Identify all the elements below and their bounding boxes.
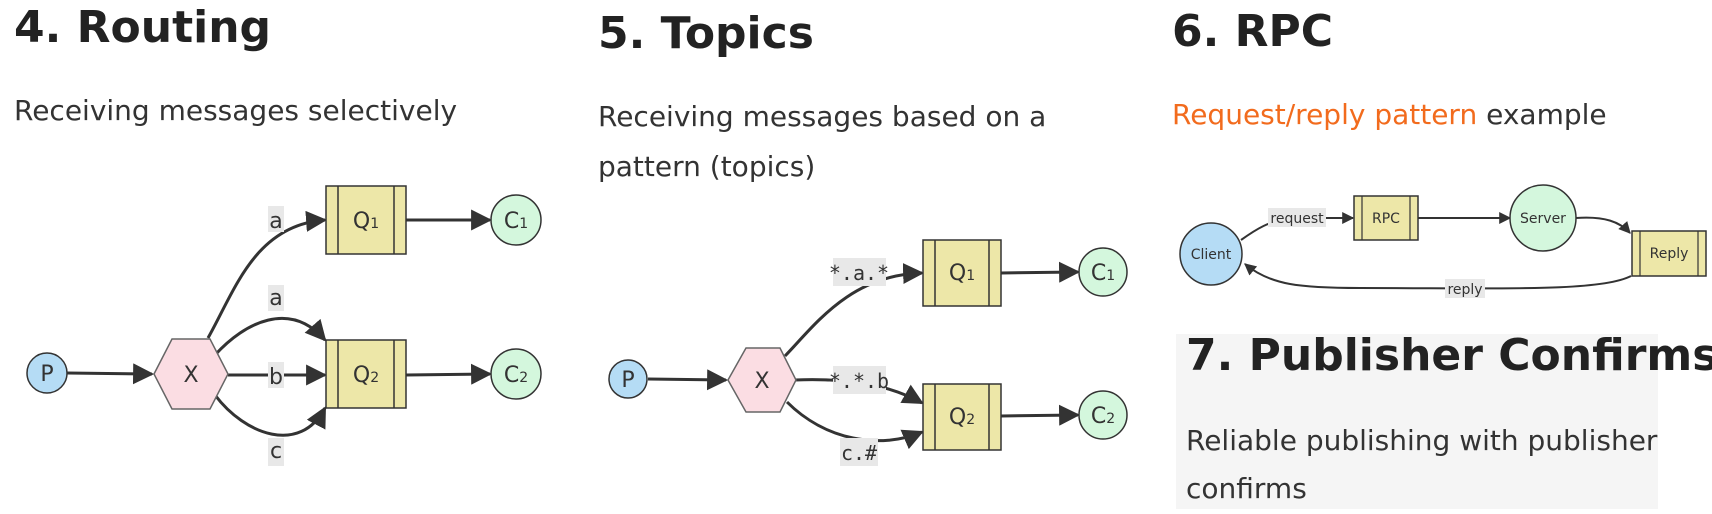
routing-queue1-node: Q1 [325,185,407,255]
edge-server-to-reply [1575,216,1631,234]
edge-p-to-x [66,363,155,385]
svg-text:X: X [183,363,198,388]
edge-topics-q2-to-c2 [1000,404,1081,426]
rpc-request-label: request [1268,208,1326,227]
svg-text:c.#: c.# [841,441,877,465]
svg-text:C2: C2 [504,363,528,388]
routing-binding-label-a1: a [268,206,284,234]
rpc-pattern-link[interactable]: Request/reply pattern [1172,98,1478,131]
svg-text:Q2: Q2 [949,405,975,430]
routing-title[interactable]: 4. Routing [14,2,272,53]
rpc-description-suffix: example [1477,98,1607,131]
rpc-server-node: Server [1509,184,1577,252]
topics-exchange-node: X [727,347,797,413]
svg-text:c: c [270,439,282,464]
svg-text:*.a.*: *.a.* [829,261,889,285]
topics-queue1-node: Q1 [922,239,1002,307]
routing-description: Receiving messages selectively [14,94,458,127]
svg-text:request: request [1270,211,1324,227]
topics-binding-label-c-hash: c.# [840,438,878,466]
svg-text:C1: C1 [504,209,528,234]
svg-text:P: P [40,362,53,387]
publisher-confirms-panel [1176,334,1658,509]
svg-text:P: P [621,368,634,393]
edge-topics-p-to-x [647,369,729,391]
topics-consumer1-node: C1 [1078,247,1128,297]
routing-diagram: a a b c P X Q1 Q2 C1 C2 [26,185,542,466]
edge-topics-x-to-q1 [783,263,925,358]
edge-reply-to-client [1244,263,1632,290]
topics-diagram: *.a.* *.*.b c.# P X Q1 Q2 C1 C2 [608,239,1128,466]
svg-text:Q1: Q1 [353,209,379,234]
rpc-queue-node: RPC [1353,195,1419,241]
svg-text:reply: reply [1447,282,1482,298]
topics-title[interactable]: 5. Topics [598,8,814,59]
rpc-reply-queue-node: Reply [1631,230,1707,277]
edge-topics-x-to-q2-c-hash [785,400,924,450]
edge-x-to-q1-a [206,210,328,339]
svg-text:Q1: Q1 [949,261,975,286]
routing-consumer1-node: C1 [490,194,542,246]
svg-text:a: a [269,209,282,234]
edge-x-to-q2-c [213,394,327,437]
publisher-confirms-description-line1: Reliable publishing with publisher [1186,424,1658,457]
svg-text:C2: C2 [1091,404,1115,429]
routing-exchange-node: X [153,338,229,410]
topics-binding-label-star-a-star: *.a.* [829,258,889,286]
svg-text:Q2: Q2 [353,363,379,388]
routing-queue2-node: Q2 [325,339,407,409]
topics-producer-node: P [608,359,648,399]
svg-text:Client: Client [1191,247,1232,263]
rpc-diagram: request reply Client RPC Server Reply [1179,184,1707,298]
svg-text:RPC: RPC [1372,211,1400,227]
topics-queue2-node: Q2 [922,383,1002,451]
topics-binding-label-star-star-b: *.*.b [829,366,889,394]
rpc-reply-label: reply [1445,279,1485,298]
routing-binding-label-b: b [268,362,284,390]
routing-producer-node: P [26,352,68,394]
routing-binding-label-a2: a [268,285,284,311]
rpc-description: Request/reply pattern example [1172,90,1607,140]
edge-topics-q1-to-c1 [1000,261,1081,283]
svg-text:a: a [269,286,282,311]
edge-x-to-q2-a [213,316,327,357]
routing-binding-label-c: c [268,438,284,466]
svg-text:*.*.b: *.*.b [829,369,889,393]
svg-text:Reply: Reply [1650,246,1689,262]
publisher-confirms-description-line2: confirms [1186,472,1307,505]
edge-q2-to-c2 [405,363,493,385]
svg-text:b: b [269,365,283,390]
rpc-client-node: Client [1179,222,1243,286]
routing-consumer2-node: C2 [490,348,542,400]
topics-description-line2: pattern (topics) [598,150,816,183]
svg-text:C1: C1 [1091,261,1115,286]
publisher-confirms-title[interactable]: 7. Publisher Confirms [1186,330,1712,381]
rpc-title[interactable]: 6. RPC [1172,6,1334,57]
topics-consumer2-node: C2 [1078,390,1128,440]
svg-text:X: X [754,369,769,394]
topics-description-line1: Receiving messages based on a [598,100,1047,133]
svg-text:Server: Server [1520,211,1566,227]
